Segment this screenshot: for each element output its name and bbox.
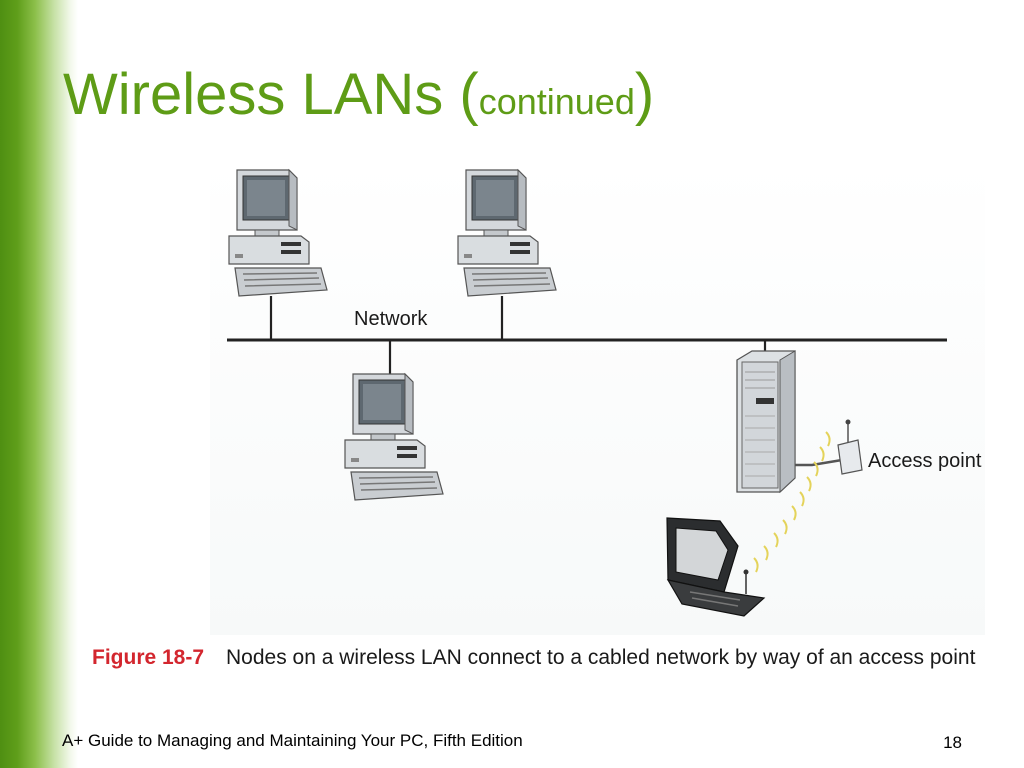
slide-footer: A+ Guide to Managing and Maintaining You…	[62, 731, 523, 750]
left-accent-bar	[0, 0, 78, 768]
title-main: Wireless LANs (	[63, 62, 479, 127]
access-point-label: Access point	[868, 450, 982, 472]
desktop-computer-icon	[344, 373, 444, 501]
server-icon	[736, 350, 796, 494]
figure-background	[210, 160, 985, 635]
ap-cable	[795, 458, 843, 467]
title-continued: continued	[478, 81, 635, 122]
desktop-computer-icon	[228, 169, 328, 297]
network-label: Network	[354, 308, 428, 330]
access-point-icon	[837, 419, 863, 475]
figure-caption: Figure 18-7 Nodes on a wireless LAN conne…	[92, 646, 992, 670]
desktop-computer-icon	[457, 169, 557, 297]
title-close: )	[634, 62, 655, 127]
slide-title: Wireless LANs (continued)	[63, 58, 654, 139]
laptop-icon	[666, 517, 766, 617]
wireless-signal-icon	[753, 431, 831, 573]
figure-caption-text: Nodes on a wireless LAN connect to a cab…	[226, 646, 976, 669]
page-number: 18	[943, 733, 962, 752]
figure-number: Figure 18-7	[92, 646, 205, 669]
